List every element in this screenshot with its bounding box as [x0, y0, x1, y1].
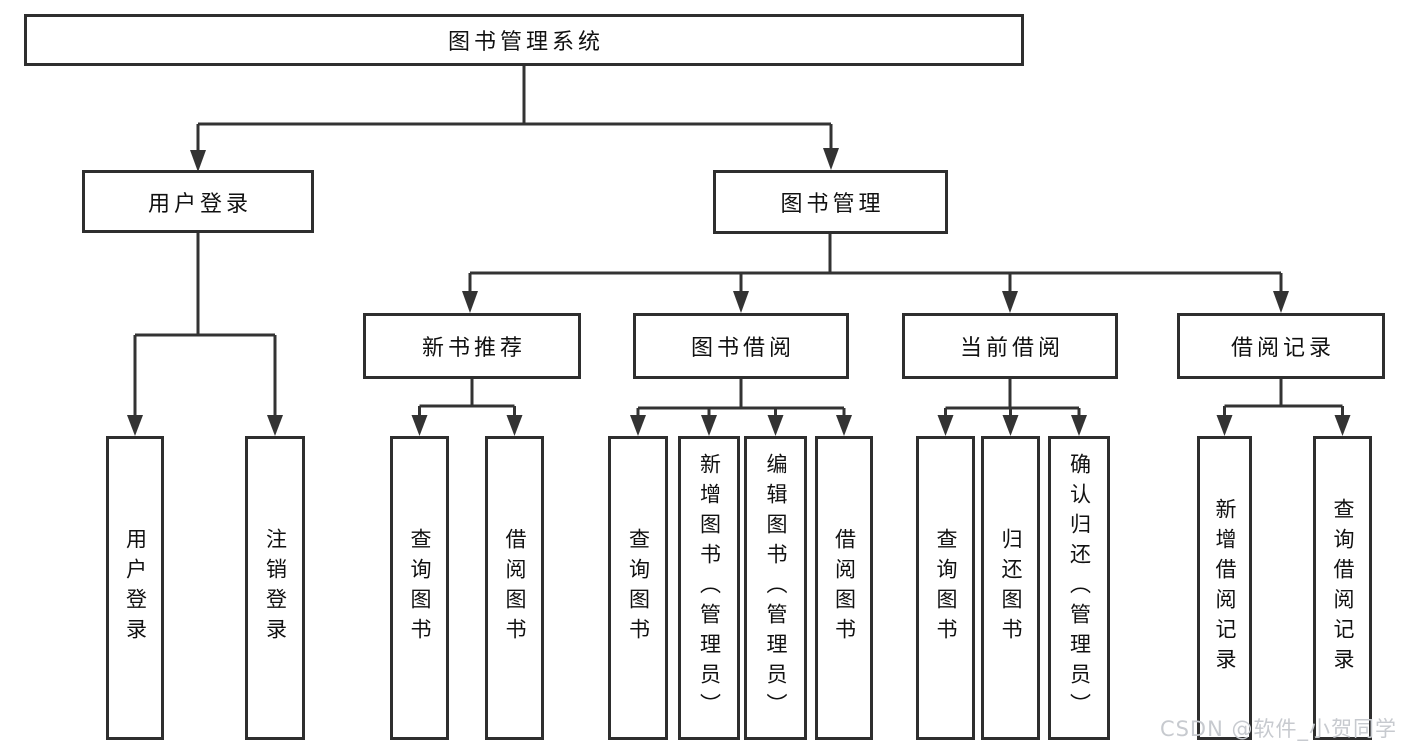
connector-book-mgmt-to-sections	[468, 234, 1283, 294]
node-root-library-system: 图书管理系统	[24, 14, 1024, 66]
leaf-label: 查询图书	[408, 528, 432, 648]
leaf-query-borrow-record: 查询借阅记录	[1313, 436, 1372, 740]
leaf-label: 确认归还（管理员）	[1067, 453, 1092, 723]
leaf-label: 查询图书	[626, 528, 651, 648]
arrow-down-icon	[1071, 415, 1087, 436]
arrow-down-icon	[937, 415, 954, 436]
connector-borrow-record-children	[1223, 379, 1344, 418]
leaf-borrow-books-2: 借阅图书	[815, 436, 873, 740]
leaf-label: 归还图书	[999, 528, 1023, 648]
arrow-down-icon	[1273, 291, 1289, 313]
arrow-down-icon	[506, 415, 523, 436]
leaf-label: 查询图书	[934, 528, 958, 648]
connector-user-login-children	[133, 233, 277, 418]
leaf-label: 用户登录	[123, 528, 148, 648]
leaf-add-books-admin: 新增图书（管理员）	[678, 436, 740, 740]
leaf-label: 新增借阅记录	[1213, 498, 1237, 678]
leaf-query-books-1: 查询图书	[390, 436, 449, 740]
leaf-confirm-return-admin: 确认归还（管理员）	[1048, 436, 1110, 740]
connector-root-to-level2	[196, 66, 833, 152]
leaf-label: 新增图书（管理员）	[697, 453, 722, 723]
leaf-edit-books-admin: 编辑图书（管理员）	[744, 436, 807, 740]
node-borrow-record: 借阅记录	[1177, 313, 1385, 379]
connector-current-borrow-children	[944, 379, 1081, 420]
node-new-book-recommend: 新书推荐	[363, 313, 581, 379]
node-book-borrow: 图书借阅	[633, 313, 849, 379]
arrow-down-icon	[1002, 415, 1019, 436]
arrow-down-icon	[190, 150, 206, 172]
leaf-label: 注销登录	[263, 528, 288, 648]
arrow-down-icon	[767, 415, 784, 436]
arrow-down-icon	[1334, 415, 1351, 436]
leaf-label: 借阅图书	[832, 528, 857, 648]
arrow-down-icon	[630, 415, 646, 436]
leaf-label: 查询借阅记录	[1331, 498, 1355, 678]
connector-new-book-children	[418, 379, 516, 418]
leaf-label: 借阅图书	[503, 528, 527, 648]
arrow-down-icon	[127, 415, 143, 436]
arrow-down-icon	[836, 415, 852, 436]
leaf-borrow-books-1: 借阅图书	[485, 436, 544, 740]
csdn-watermark: CSDN @软件_小贺同学	[1159, 717, 1397, 741]
arrow-down-icon	[1002, 291, 1018, 313]
node-user-login: 用户登录	[82, 170, 314, 233]
node-book-management: 图书管理	[713, 170, 948, 234]
leaf-label: 编辑图书（管理员）	[764, 453, 788, 723]
node-current-borrow: 当前借阅	[902, 313, 1118, 379]
arrow-down-icon	[267, 415, 283, 436]
leaf-logout: 注销登录	[245, 436, 305, 740]
leaf-user-login: 用户登录	[106, 436, 164, 740]
leaf-query-books-3: 查询图书	[916, 436, 975, 740]
arrow-down-icon	[411, 415, 428, 436]
leaf-return-books: 归还图书	[981, 436, 1040, 740]
leaf-query-books-2: 查询图书	[608, 436, 668, 740]
arrow-down-icon	[701, 415, 717, 436]
connector-book-borrow-children	[636, 379, 846, 420]
arrow-down-icon	[1216, 415, 1233, 436]
arrow-down-icon	[733, 291, 749, 313]
arrow-down-icon	[823, 148, 839, 170]
arrow-down-icon	[462, 291, 478, 313]
leaf-add-borrow-record: 新增借阅记录	[1197, 436, 1252, 740]
